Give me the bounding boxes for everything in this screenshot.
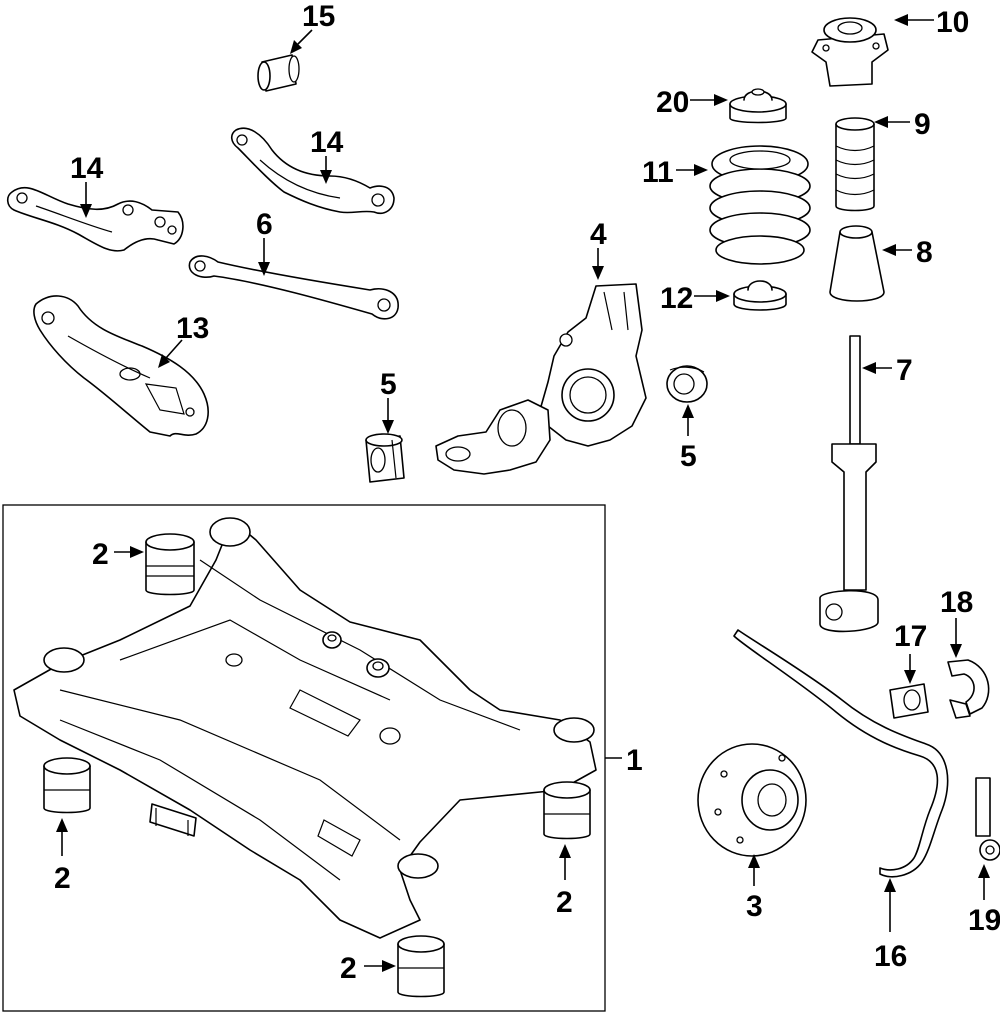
callout-6: 6	[256, 208, 273, 241]
nut-small-upper	[322, 631, 342, 649]
callout-7: 7	[896, 354, 913, 387]
knuckle-part-4	[435, 283, 647, 475]
callout-labels: 15 14 14 6 13 4 5 5 20 11 12 10 9 8 7 1 …	[54, 0, 1000, 985]
callout-20: 20	[656, 86, 689, 119]
callout-2-left: 2	[54, 862, 71, 895]
subframe-bushing-part-2-right	[543, 781, 591, 840]
bushing-part-15	[257, 54, 300, 92]
callout-4: 4	[590, 218, 607, 251]
spring-seat-part-12	[733, 280, 787, 311]
shock-absorber-part-7	[819, 335, 879, 633]
callout-10: 10	[936, 6, 969, 39]
callout-9: 9	[914, 108, 931, 141]
control-arm-part-14-right	[230, 127, 395, 214]
callout-1: 1	[626, 744, 643, 777]
strut-mount-part-10	[811, 17, 889, 87]
callout-2-right: 2	[556, 886, 573, 919]
subframe-bushing-part-2-left	[43, 757, 91, 814]
spring-seat-part-20	[729, 88, 787, 124]
callout-17: 17	[894, 620, 927, 653]
stabilizer-bushing-part-17	[889, 683, 929, 719]
callout-2-bottom: 2	[340, 952, 357, 985]
callout-12: 12	[660, 282, 693, 315]
subframe-bushing-part-2-bottom	[397, 935, 445, 998]
subframe-part-1	[13, 517, 597, 939]
bushing-part-5-left	[365, 433, 405, 483]
callout-19: 19	[968, 904, 1000, 937]
callout-5-left: 5	[380, 368, 397, 401]
stabilizer-bar-part-16	[733, 629, 949, 878]
leader-arrows	[56, 14, 990, 972]
dust-boot-part-8	[829, 225, 885, 302]
bump-stop-part-9	[835, 117, 875, 212]
callout-13: 13	[176, 312, 209, 345]
lateral-link-part-6	[188, 255, 399, 320]
callout-2-upper-left: 2	[92, 538, 109, 571]
control-arm-part-14-left	[6, 186, 184, 252]
callout-15: 15	[302, 0, 335, 33]
clip-small	[149, 803, 197, 837]
nut-small-lower	[366, 658, 390, 678]
callout-3: 3	[746, 890, 763, 923]
coil-spring-part-11	[709, 145, 811, 265]
bushing-part-5-right	[666, 365, 708, 403]
lower-arm-part-13	[33, 295, 209, 437]
callout-11: 11	[642, 156, 674, 189]
bracket-part-18	[947, 659, 990, 719]
stabilizer-link-part-19	[975, 777, 1000, 861]
callout-16: 16	[874, 940, 907, 973]
callout-5-right: 5	[680, 440, 697, 473]
subframe-bushing-part-2-upper-left	[145, 533, 195, 596]
callout-14-left: 14	[70, 152, 104, 185]
callout-8: 8	[916, 236, 933, 269]
hub-bearing-part-3	[697, 743, 807, 857]
callout-14-right: 14	[310, 126, 344, 159]
callout-18: 18	[940, 586, 973, 619]
